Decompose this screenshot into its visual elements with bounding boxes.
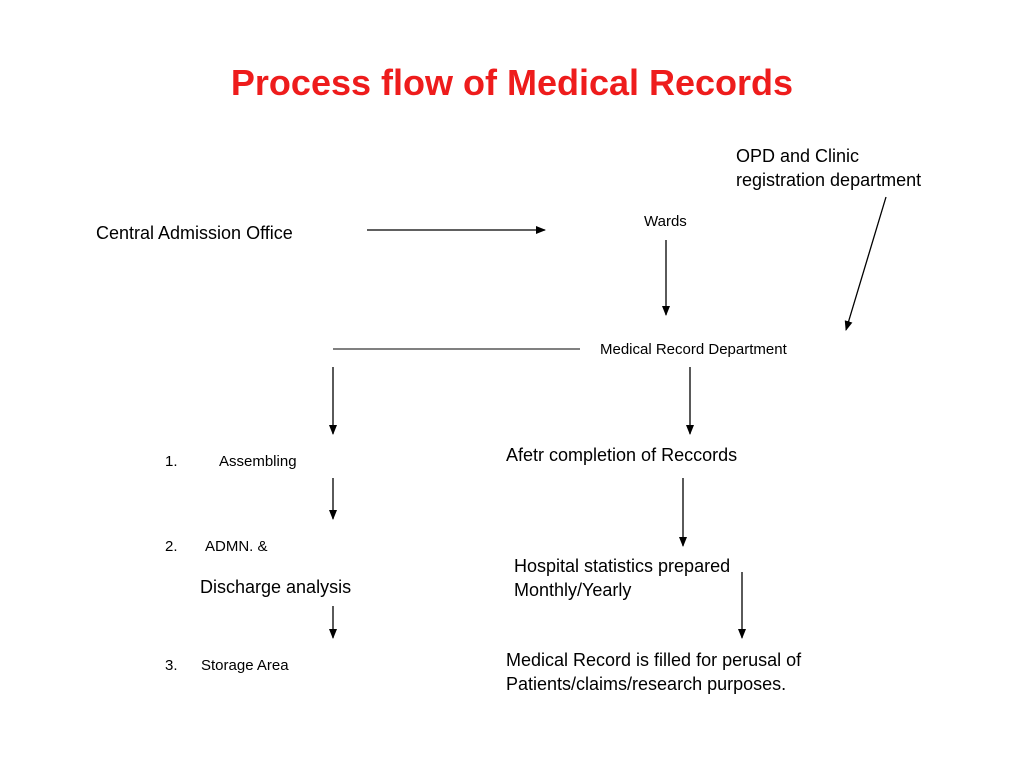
node-hospital-statistics: Hospital statistics prepared Monthly/Yea… — [514, 556, 731, 601]
node-after-completion: Afetr completion of Reccords — [506, 445, 738, 465]
edge-opd-to-mrd — [844, 196, 887, 331]
page-title: Process flow of Medical Records — [230, 62, 794, 103]
node-opd-registration: OPD and Clinic registration department — [736, 146, 922, 191]
step1-number: 1. — [165, 453, 178, 470]
node-record-filed: Medical Record is filled for perusal of … — [506, 650, 802, 695]
node-admn: ADMN. & — [205, 538, 268, 555]
step2-number: 2. — [165, 538, 178, 555]
node-assembling: Assembling — [219, 453, 297, 470]
node-medical-record-department: Medical Record Department — [600, 341, 787, 358]
node-central-admission-office: Central Admission Office — [96, 223, 293, 243]
node-discharge-analysis: Discharge analysis — [200, 577, 352, 597]
step3-number: 3. — [165, 657, 178, 674]
node-storage-area: Storage Area — [201, 657, 289, 674]
node-wards: Wards — [644, 213, 687, 230]
